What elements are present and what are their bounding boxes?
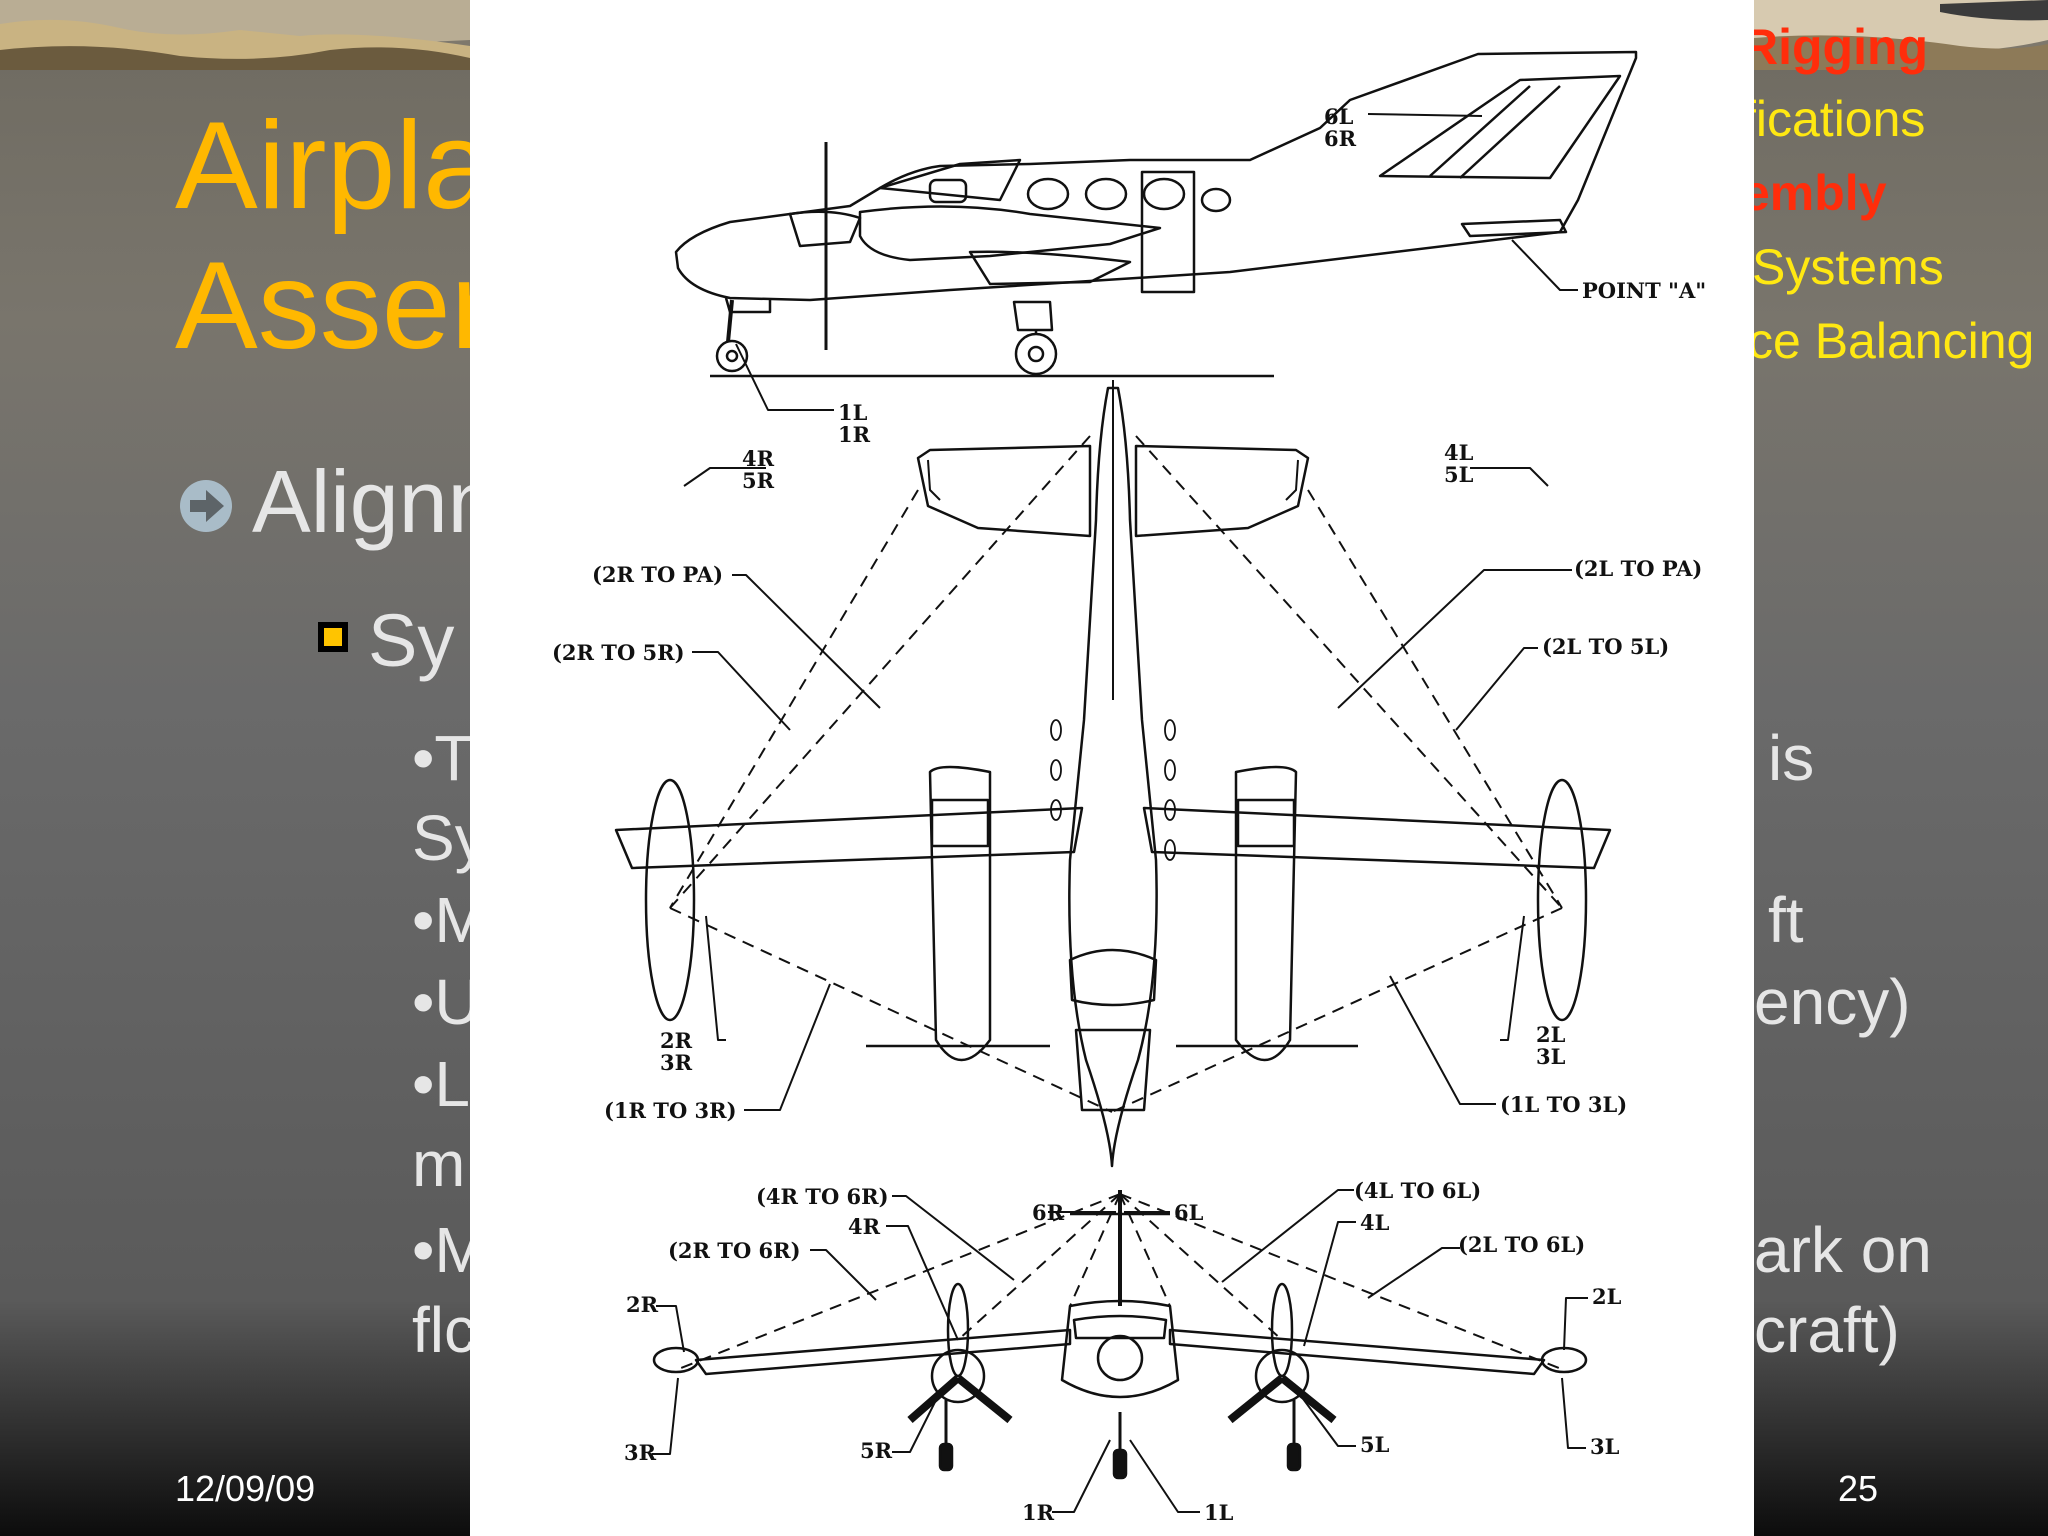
right-fragment-1: is <box>1768 722 1815 794</box>
slide-title-line-2: Asser <box>175 237 492 375</box>
label-5r-front: 5R <box>860 1438 893 1463</box>
alignment-diagram: 6L 6R POINT "A" 1L 1R 4R 5R 4L 5L (2R TO… <box>470 0 1754 1536</box>
sub-line-8: flc <box>412 1294 476 1366</box>
label-6r-front: 6R <box>1032 1200 1065 1225</box>
label-point-a: POINT "A" <box>1582 278 1706 303</box>
label-5l: 5L <box>1444 462 1474 487</box>
label-5l-front: 5L <box>1360 1432 1390 1457</box>
label-6l-front: 6L <box>1174 1200 1204 1225</box>
label-1r-front: 1R <box>1022 1500 1055 1525</box>
label-2l-to-pa: (2L TO PA) <box>1574 556 1702 581</box>
label-6r-side: 6R <box>1324 126 1357 151</box>
label-4r: 4R <box>742 446 775 471</box>
right-fragment-2: ft <box>1768 884 1804 956</box>
label-2r-front: 2R <box>626 1292 659 1317</box>
label-2r-to-6r: (2R TO 6R) <box>668 1238 801 1263</box>
side-view-drawing <box>674 50 1638 411</box>
label-1l-side: 1L <box>838 400 868 425</box>
diagram-labels: 6L 6R POINT "A" 1L 1R 4R 5R 4L 5L (2R TO… <box>552 104 1706 1525</box>
label-3l-top: 3L <box>1536 1044 1566 1069</box>
arrow-bullet-icon <box>180 480 232 532</box>
menu-item-balancing[interactable]: ce Balancing <box>1748 313 2035 369</box>
label-4l: 4L <box>1444 440 1474 465</box>
label-6l-side: 6L <box>1324 104 1354 129</box>
label-4r-front: 4R <box>848 1214 881 1239</box>
sub-line-4: •U <box>412 966 481 1038</box>
label-1l-front: 1L <box>1204 1500 1234 1525</box>
label-2r-to-5r: (2R TO 5R) <box>552 640 685 665</box>
menu-item-specifications[interactable]: fications <box>1742 91 1926 147</box>
menu-item-systems[interactable]: Systems <box>1752 239 1944 295</box>
square-bullet-icon <box>318 622 348 652</box>
label-2r-to-pa: (2R TO PA) <box>592 562 723 587</box>
bullet-symmetry: Sy <box>368 599 455 682</box>
right-fragment-3: ency) <box>1754 966 1911 1038</box>
label-1l-to-3l: (1L TO 3L) <box>1500 1092 1627 1117</box>
label-2l-top: 2L <box>1536 1022 1566 1047</box>
right-fragment-5: craft) <box>1754 1294 1900 1366</box>
sub-line-1: •T <box>412 722 474 794</box>
sub-line-6: m <box>412 1128 466 1200</box>
sub-line-5: •L <box>412 1048 470 1120</box>
label-1r-side: 1R <box>838 422 871 447</box>
label-3l-front: 3L <box>1590 1434 1620 1459</box>
front-view-drawing <box>652 1189 1588 1513</box>
label-3r-front: 3R <box>624 1440 657 1465</box>
menu-item-rigging[interactable]: Rigging <box>1742 19 1929 75</box>
bullet-alignment: Alignn <box>252 452 497 551</box>
slide-title-line-1: Airpla <box>175 97 493 235</box>
label-4r-to-6r: (4R TO 6R) <box>756 1184 889 1209</box>
label-4l-front: 4L <box>1360 1210 1390 1235</box>
right-fragment-4: ark on <box>1754 1214 1932 1286</box>
label-2l-to-5l: (2L TO 5L) <box>1542 634 1669 659</box>
label-2r-top: 2R <box>660 1028 693 1053</box>
label-4l-to-6l: (4L TO 6L) <box>1354 1178 1481 1203</box>
label-3r-top: 3R <box>660 1050 693 1075</box>
label-5r: 5R <box>742 468 775 493</box>
label-1r-to-3r: (1R TO 3R) <box>604 1098 737 1123</box>
label-2l-front: 2L <box>1592 1284 1622 1309</box>
label-2l-to-6l: (2L TO 6L) <box>1458 1232 1585 1257</box>
footer-date: 12/09/09 <box>175 1468 316 1509</box>
top-view-drawing <box>614 380 1612 1168</box>
page-number: 25 <box>1838 1468 1879 1509</box>
menu-item-assembly[interactable]: embly <box>1742 165 1887 221</box>
